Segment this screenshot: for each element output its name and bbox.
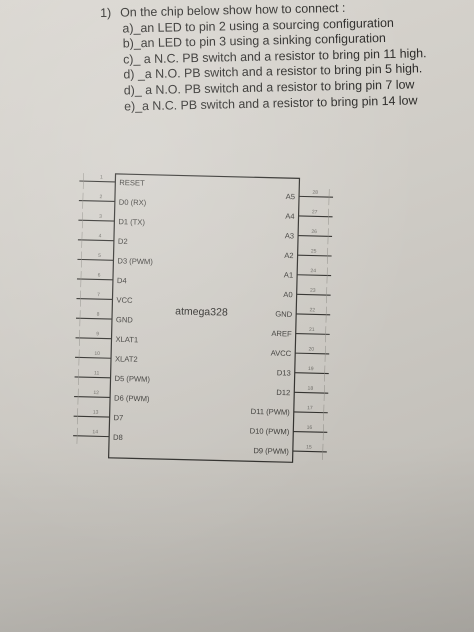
left-pin-line xyxy=(78,200,115,203)
right-pin-number: 22 xyxy=(309,307,315,313)
right-pin-line xyxy=(293,430,328,433)
left-pin-number: 8 xyxy=(97,312,100,318)
left-pin-label: D8 xyxy=(113,433,123,442)
left-pin-label: D1 (TX) xyxy=(118,217,145,227)
left-pin-label: D5 (PWM) xyxy=(114,374,150,384)
left-pin-line xyxy=(77,239,114,242)
right-pin-line xyxy=(296,313,331,316)
right-pin-number: 20 xyxy=(308,346,314,352)
left-pin-line xyxy=(74,376,111,379)
right-pin-number: 26 xyxy=(311,229,317,235)
left-pin-label: XLAT1 xyxy=(115,335,138,345)
left-pin-number: 1 xyxy=(100,175,103,181)
right-pin-label: AVCC xyxy=(271,349,292,359)
left-pin-number: 5 xyxy=(98,253,101,259)
right-pin-label: AREF xyxy=(271,329,292,339)
left-pin-line xyxy=(76,278,113,281)
left-pin-label: D0 (RX) xyxy=(119,198,147,208)
left-pin-label: RESET xyxy=(119,178,145,188)
right-pin-number: 27 xyxy=(312,209,318,215)
left-pin-label: D4 xyxy=(117,276,127,285)
left-pin-label: XLAT2 xyxy=(115,354,138,364)
left-pin-number: 4 xyxy=(99,233,102,239)
right-pin-label: D11 (PWM) xyxy=(251,407,291,417)
right-pin-label: D9 (PWM) xyxy=(253,446,289,456)
left-pin-label: D3 (PWM) xyxy=(117,256,153,266)
right-pin-line xyxy=(294,372,329,375)
right-pin-number: 17 xyxy=(307,405,313,411)
left-pin-line xyxy=(79,180,116,183)
right-pin-line xyxy=(296,293,331,296)
left-pin-line xyxy=(76,298,113,301)
chip-name: atmega328 xyxy=(175,305,228,318)
left-pin-number: 6 xyxy=(98,272,101,278)
right-pin-number: 15 xyxy=(306,444,312,450)
right-pin-line xyxy=(293,411,328,414)
right-pin-line xyxy=(295,332,330,335)
right-pin-line xyxy=(297,274,332,277)
left-pin-label: GND xyxy=(116,315,134,324)
left-pin-number: 11 xyxy=(94,370,100,376)
right-pin-number: 21 xyxy=(309,327,315,333)
left-pin-number: 13 xyxy=(93,410,99,416)
right-pin-label: A3 xyxy=(285,231,295,240)
right-pin-line xyxy=(295,352,330,355)
left-pin-line xyxy=(73,415,110,418)
left-pin-label: D2 xyxy=(118,237,128,246)
left-pin-label: D7 xyxy=(113,413,123,422)
left-pin-line xyxy=(74,395,111,398)
left-pin-number: 3 xyxy=(99,214,102,220)
left-pin-number: 9 xyxy=(96,331,99,337)
right-pin-number: 23 xyxy=(310,288,316,294)
right-pin-label: GND xyxy=(275,309,293,318)
left-pin-line xyxy=(73,435,110,438)
right-pin-number: 18 xyxy=(308,386,314,392)
right-pin-label: D13 xyxy=(277,368,291,377)
right-pin-line xyxy=(292,450,327,453)
right-pin-label: A2 xyxy=(284,251,294,260)
left-pin-number: 7 xyxy=(97,292,100,298)
left-pin-number: 14 xyxy=(92,429,98,435)
right-pin-number: 28 xyxy=(312,190,318,196)
left-pin-number: 12 xyxy=(93,390,99,396)
right-pin-line xyxy=(299,195,334,198)
right-pin-number: 24 xyxy=(310,268,316,274)
left-pin-label: VCC xyxy=(116,296,133,305)
right-pin-line xyxy=(298,215,333,218)
right-pin-line xyxy=(294,391,329,394)
left-pin-number: 2 xyxy=(100,194,103,200)
left-pin-label: D6 (PWM) xyxy=(114,394,150,404)
right-pin-line xyxy=(298,235,333,237)
right-pin-number: 25 xyxy=(311,248,317,254)
left-pin-number: 10 xyxy=(94,351,100,357)
right-pin-number: 16 xyxy=(307,425,313,431)
left-pin-line xyxy=(78,219,115,222)
chip-body xyxy=(107,173,301,463)
left-pin-line xyxy=(75,337,112,340)
right-pin-label: D10 (PWM) xyxy=(250,426,290,436)
left-pin-line xyxy=(77,258,114,261)
right-pin-number: 19 xyxy=(308,366,314,372)
right-pin-label: A4 xyxy=(285,212,295,221)
right-pin-label: A5 xyxy=(286,192,296,201)
right-pin-label: D12 xyxy=(276,388,290,397)
right-pin-line xyxy=(297,254,332,257)
right-pin-label: A0 xyxy=(283,290,293,299)
left-pin-line xyxy=(75,356,112,359)
right-pin-label: A1 xyxy=(284,270,294,279)
left-pin-line xyxy=(75,317,113,320)
